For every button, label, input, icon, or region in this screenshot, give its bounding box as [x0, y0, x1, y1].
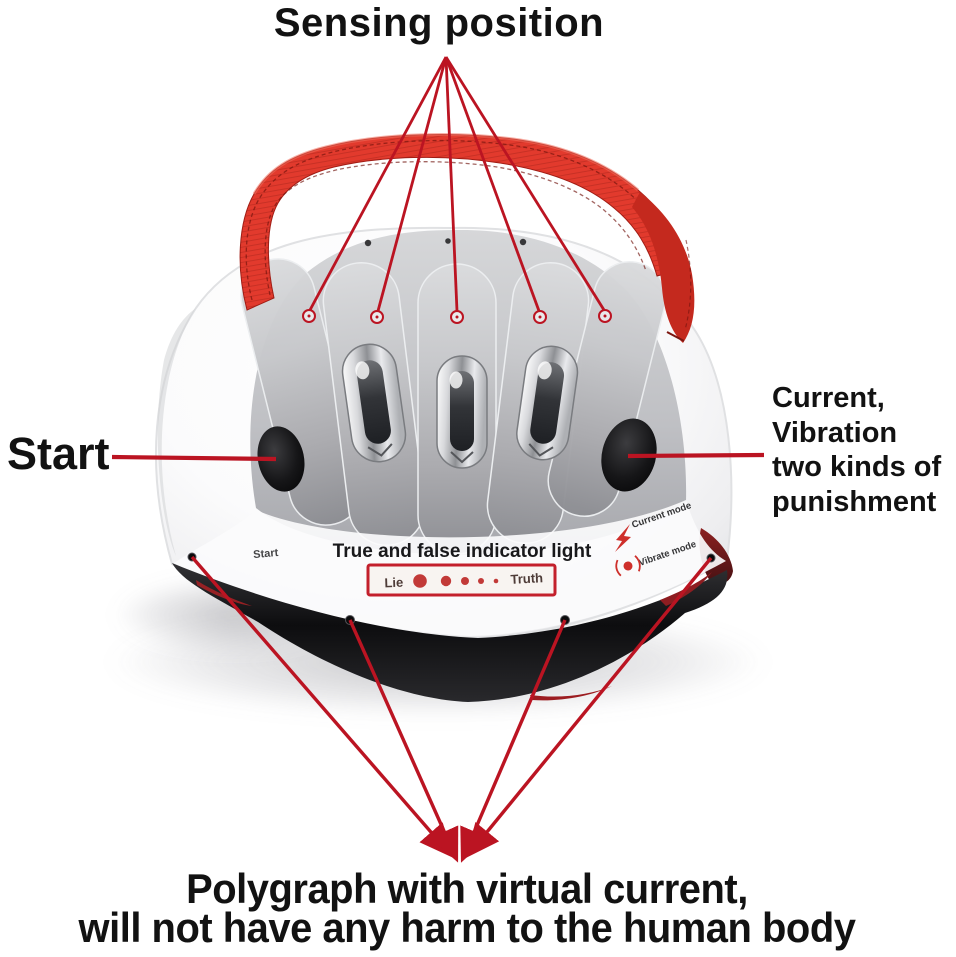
- start-pointer-line: [111, 454, 277, 462]
- strap-tail-stitch: [684, 239, 692, 331]
- start-callout-label: Start: [7, 428, 110, 479]
- electrode-1: [341, 343, 407, 463]
- strap-texture: [240, 134, 688, 310]
- bottom-caption: Polygraph with virtual current, will not…: [78, 865, 856, 951]
- indicator-dot: [461, 577, 469, 585]
- indicator-dots: [413, 574, 499, 588]
- punishment-pointer-line: [627, 452, 765, 459]
- rim-red-glint-bottom: [530, 686, 612, 701]
- bottom-pointer-lines: [190, 555, 713, 863]
- dome-left-shading: [157, 308, 196, 556]
- indicator-dot: [478, 578, 484, 584]
- indicator-title: True and false indicator light: [333, 541, 592, 562]
- printed-start-label: Start: [253, 547, 279, 561]
- finger-panel: [240, 229, 687, 555]
- punishment-callout-label: Current, Vibration two kinds of punishme…: [772, 382, 942, 518]
- strap-cut-end: [666, 331, 685, 342]
- annotation-lines: [111, 56, 765, 863]
- indicator-dot: [440, 575, 452, 587]
- lie-label: Lie: [384, 575, 403, 591]
- strap-fold-tail: [632, 192, 695, 343]
- electrode-3: [516, 345, 579, 461]
- electrodes: [341, 343, 579, 469]
- electrode-2: [436, 355, 488, 469]
- start-button: [257, 426, 305, 492]
- indicator-dot: [413, 574, 427, 588]
- top-screws: [364, 238, 527, 247]
- indicator-dot: [493, 578, 499, 584]
- truth-label: Truth: [510, 570, 543, 587]
- lightning-icon: [615, 524, 631, 552]
- strap-stitch-inner: [264, 161, 647, 296]
- strap-highlight: [252, 133, 639, 195]
- strap-stitch-outer: [245, 139, 677, 301]
- vibration-icon: [615, 555, 641, 577]
- sensing-position-label: Sensing position: [273, 1, 605, 45]
- finger-grooves: [240, 258, 667, 555]
- sensing-point-centers: [307, 314, 607, 319]
- sensing-fan-lines: [308, 56, 606, 312]
- hand-strap: [239, 133, 695, 343]
